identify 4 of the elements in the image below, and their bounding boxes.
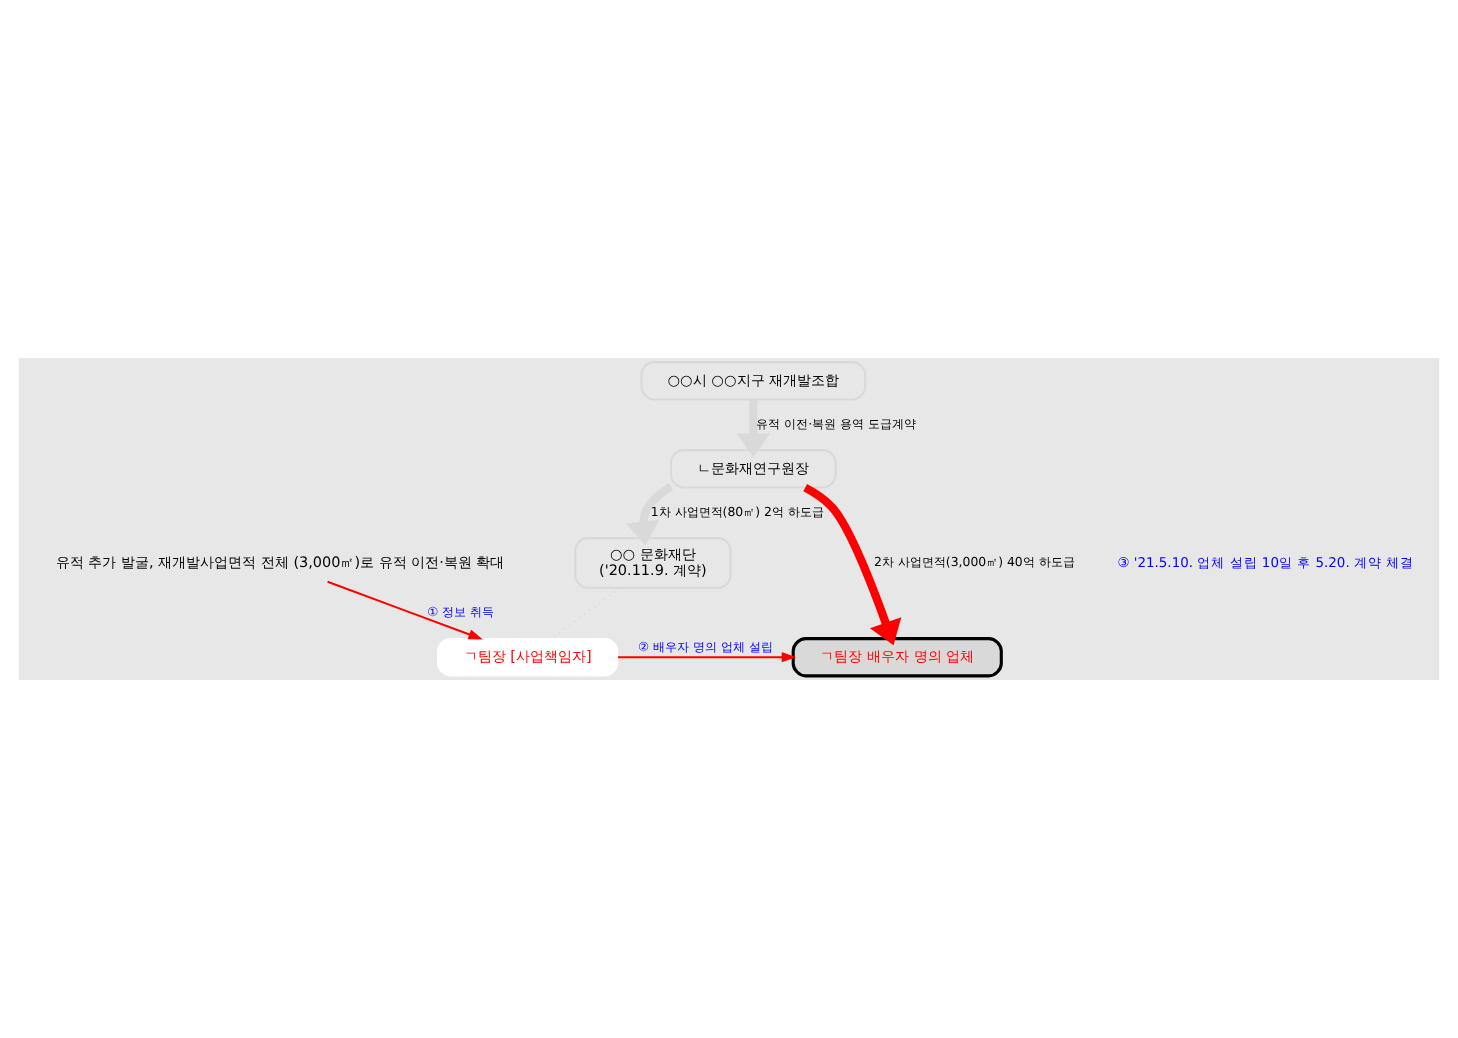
arrow <box>618 652 797 663</box>
connector <box>551 587 621 640</box>
arrow <box>327 580 483 640</box>
arrow <box>803 483 902 646</box>
